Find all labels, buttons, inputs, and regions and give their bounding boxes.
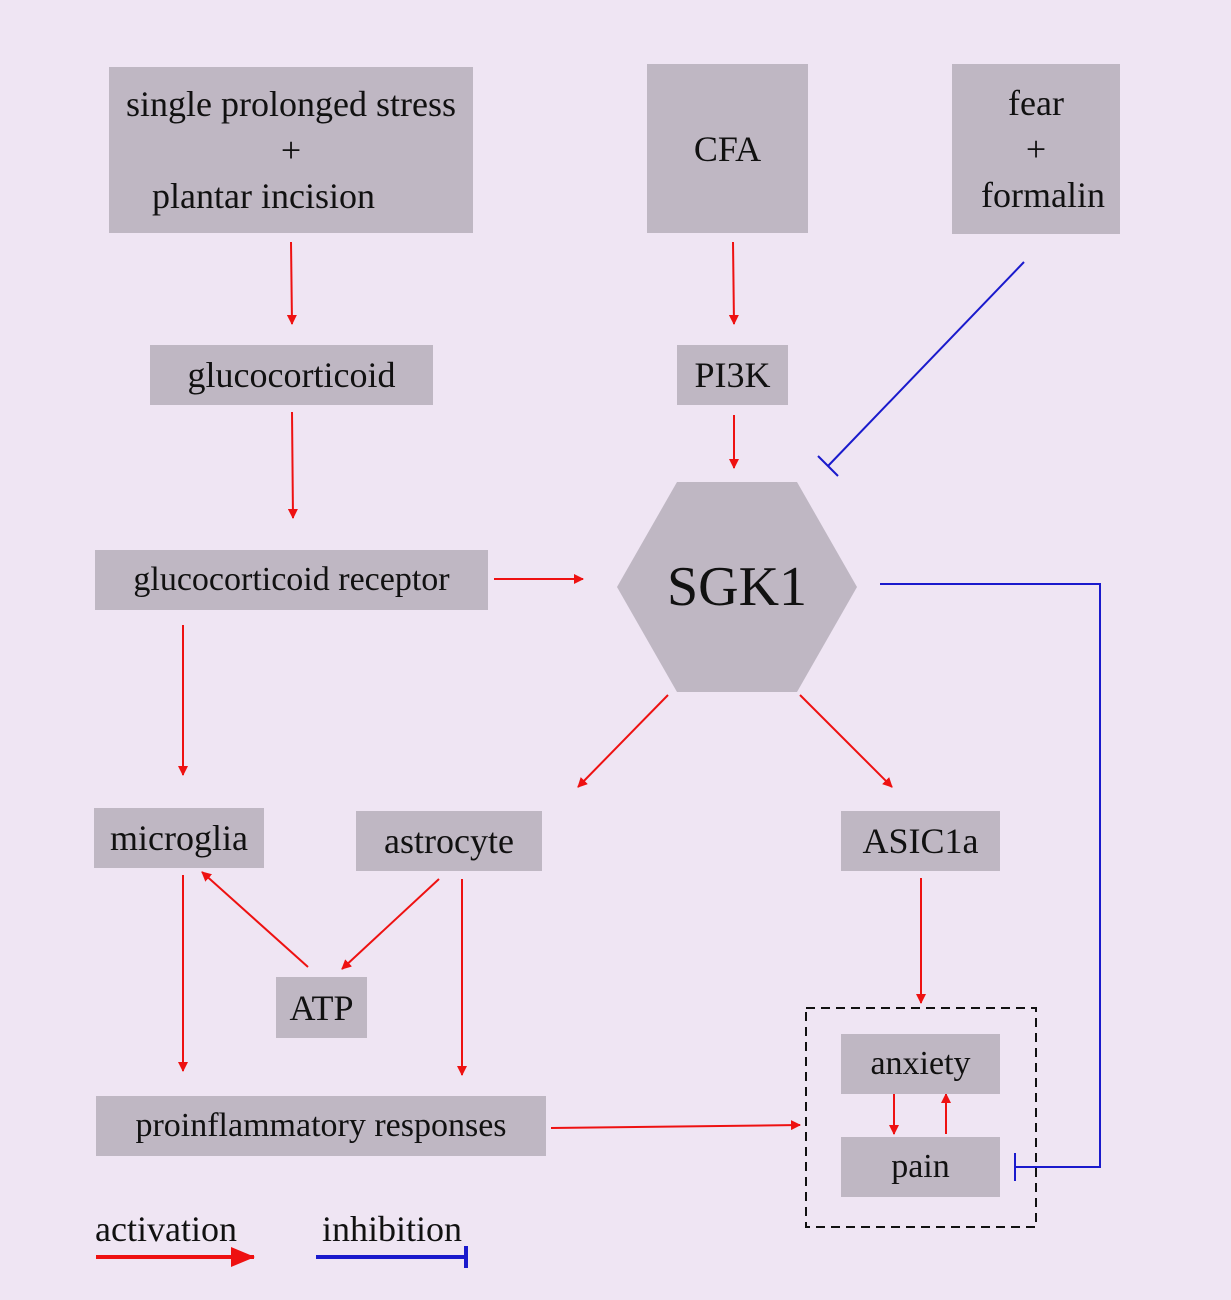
node-single-prolonged-stress: single prolonged stress + plantar incisi… — [109, 67, 473, 233]
node-proinflammatory-responses: proinflammatory responses — [96, 1096, 546, 1156]
edge-sps-to-glucocorticoid — [286, 241, 297, 325]
edge-astrocyte-to-atp — [341, 878, 440, 970]
edge-sgk1-to-astrocyte — [577, 694, 669, 788]
edge-sgk1-to-asic1a — [799, 694, 893, 788]
inhibit-fear-formalin-to-sgk1 — [827, 261, 1025, 467]
node-pain: pain — [841, 1137, 1000, 1197]
node-glucocorticoid: glucocorticoid — [150, 345, 433, 405]
edge-glucocorticoid-to-gr — [287, 411, 298, 519]
inhibit-fear-formalin-bar — [817, 455, 839, 477]
edge-atp-to-microglia — [201, 871, 309, 968]
anxiety-pain-group-box — [805, 1007, 1037, 1228]
node-astrocyte: astrocyte — [356, 811, 542, 871]
node-microglia: microglia — [94, 808, 264, 868]
node-atp: ATP — [276, 977, 367, 1038]
node-glucocorticoid-receptor: glucocorticoid receptor — [95, 550, 488, 610]
edge-cfa-to-pi3k — [728, 241, 739, 325]
node-cfa: CFA — [647, 64, 808, 233]
node-anxiety: anxiety — [841, 1034, 1000, 1094]
node-fear-formalin: fear + formalin — [952, 64, 1120, 234]
node-asic1a: ASIC1a — [841, 811, 1000, 871]
legend-inhibition-label: inhibition — [322, 1209, 463, 1249]
node-sgk1: SGK1 — [617, 482, 857, 692]
legend-activation-label: activation — [95, 1209, 237, 1249]
node-pi3k: PI3K — [677, 345, 788, 405]
inhibit-sgk1-to-pain — [880, 583, 1101, 1168]
edge-proinflammatory-to-pain-group — [550, 1120, 801, 1131]
